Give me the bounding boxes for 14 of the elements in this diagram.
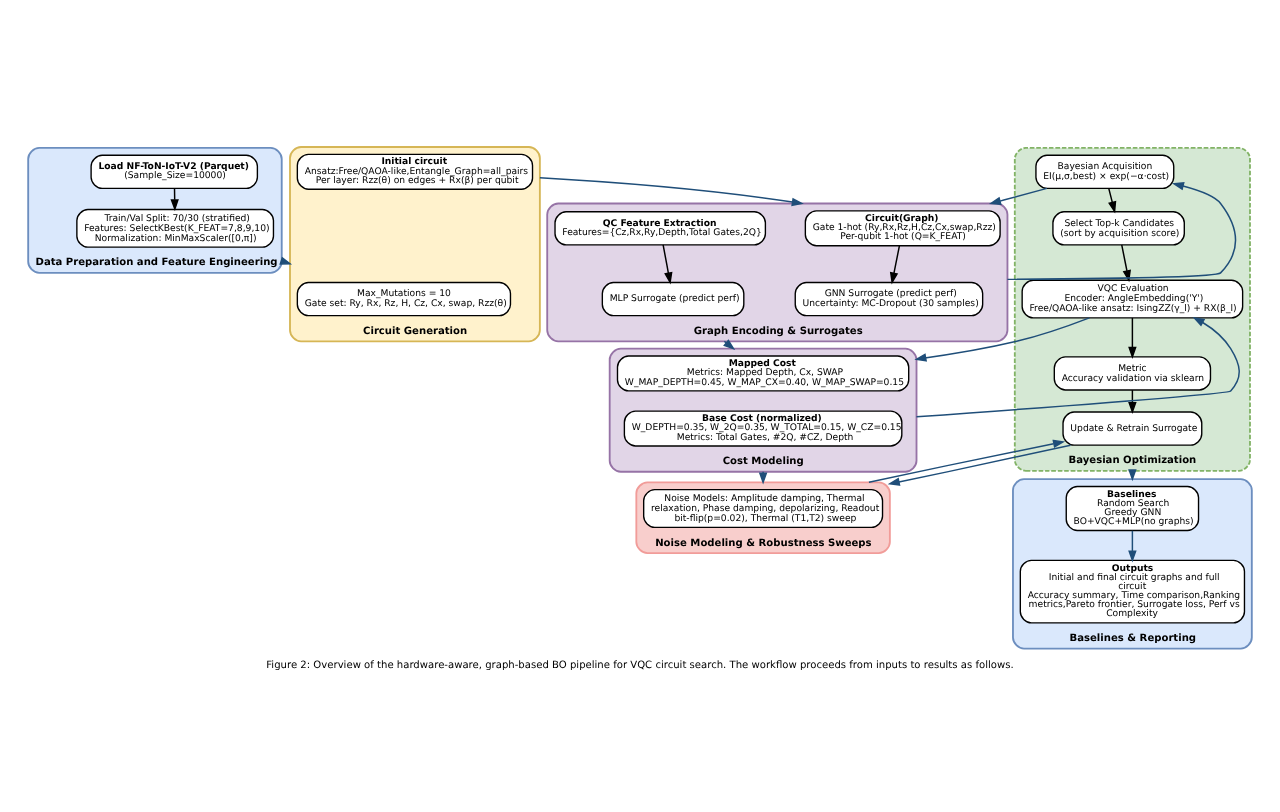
arrow [1006, 181, 1237, 280]
arrow [1128, 316, 1137, 358]
arrow [887, 443, 1072, 485]
arrow [1121, 243, 1131, 282]
arrow [662, 243, 673, 284]
arrow [914, 316, 1091, 361]
arrow [539, 176, 804, 206]
arrow [1108, 186, 1117, 213]
arrow [915, 315, 1240, 417]
arrow [988, 186, 1048, 205]
arrow [1128, 529, 1137, 562]
arrow [723, 338, 736, 350]
arrow [868, 438, 1066, 483]
arrow [889, 244, 901, 284]
